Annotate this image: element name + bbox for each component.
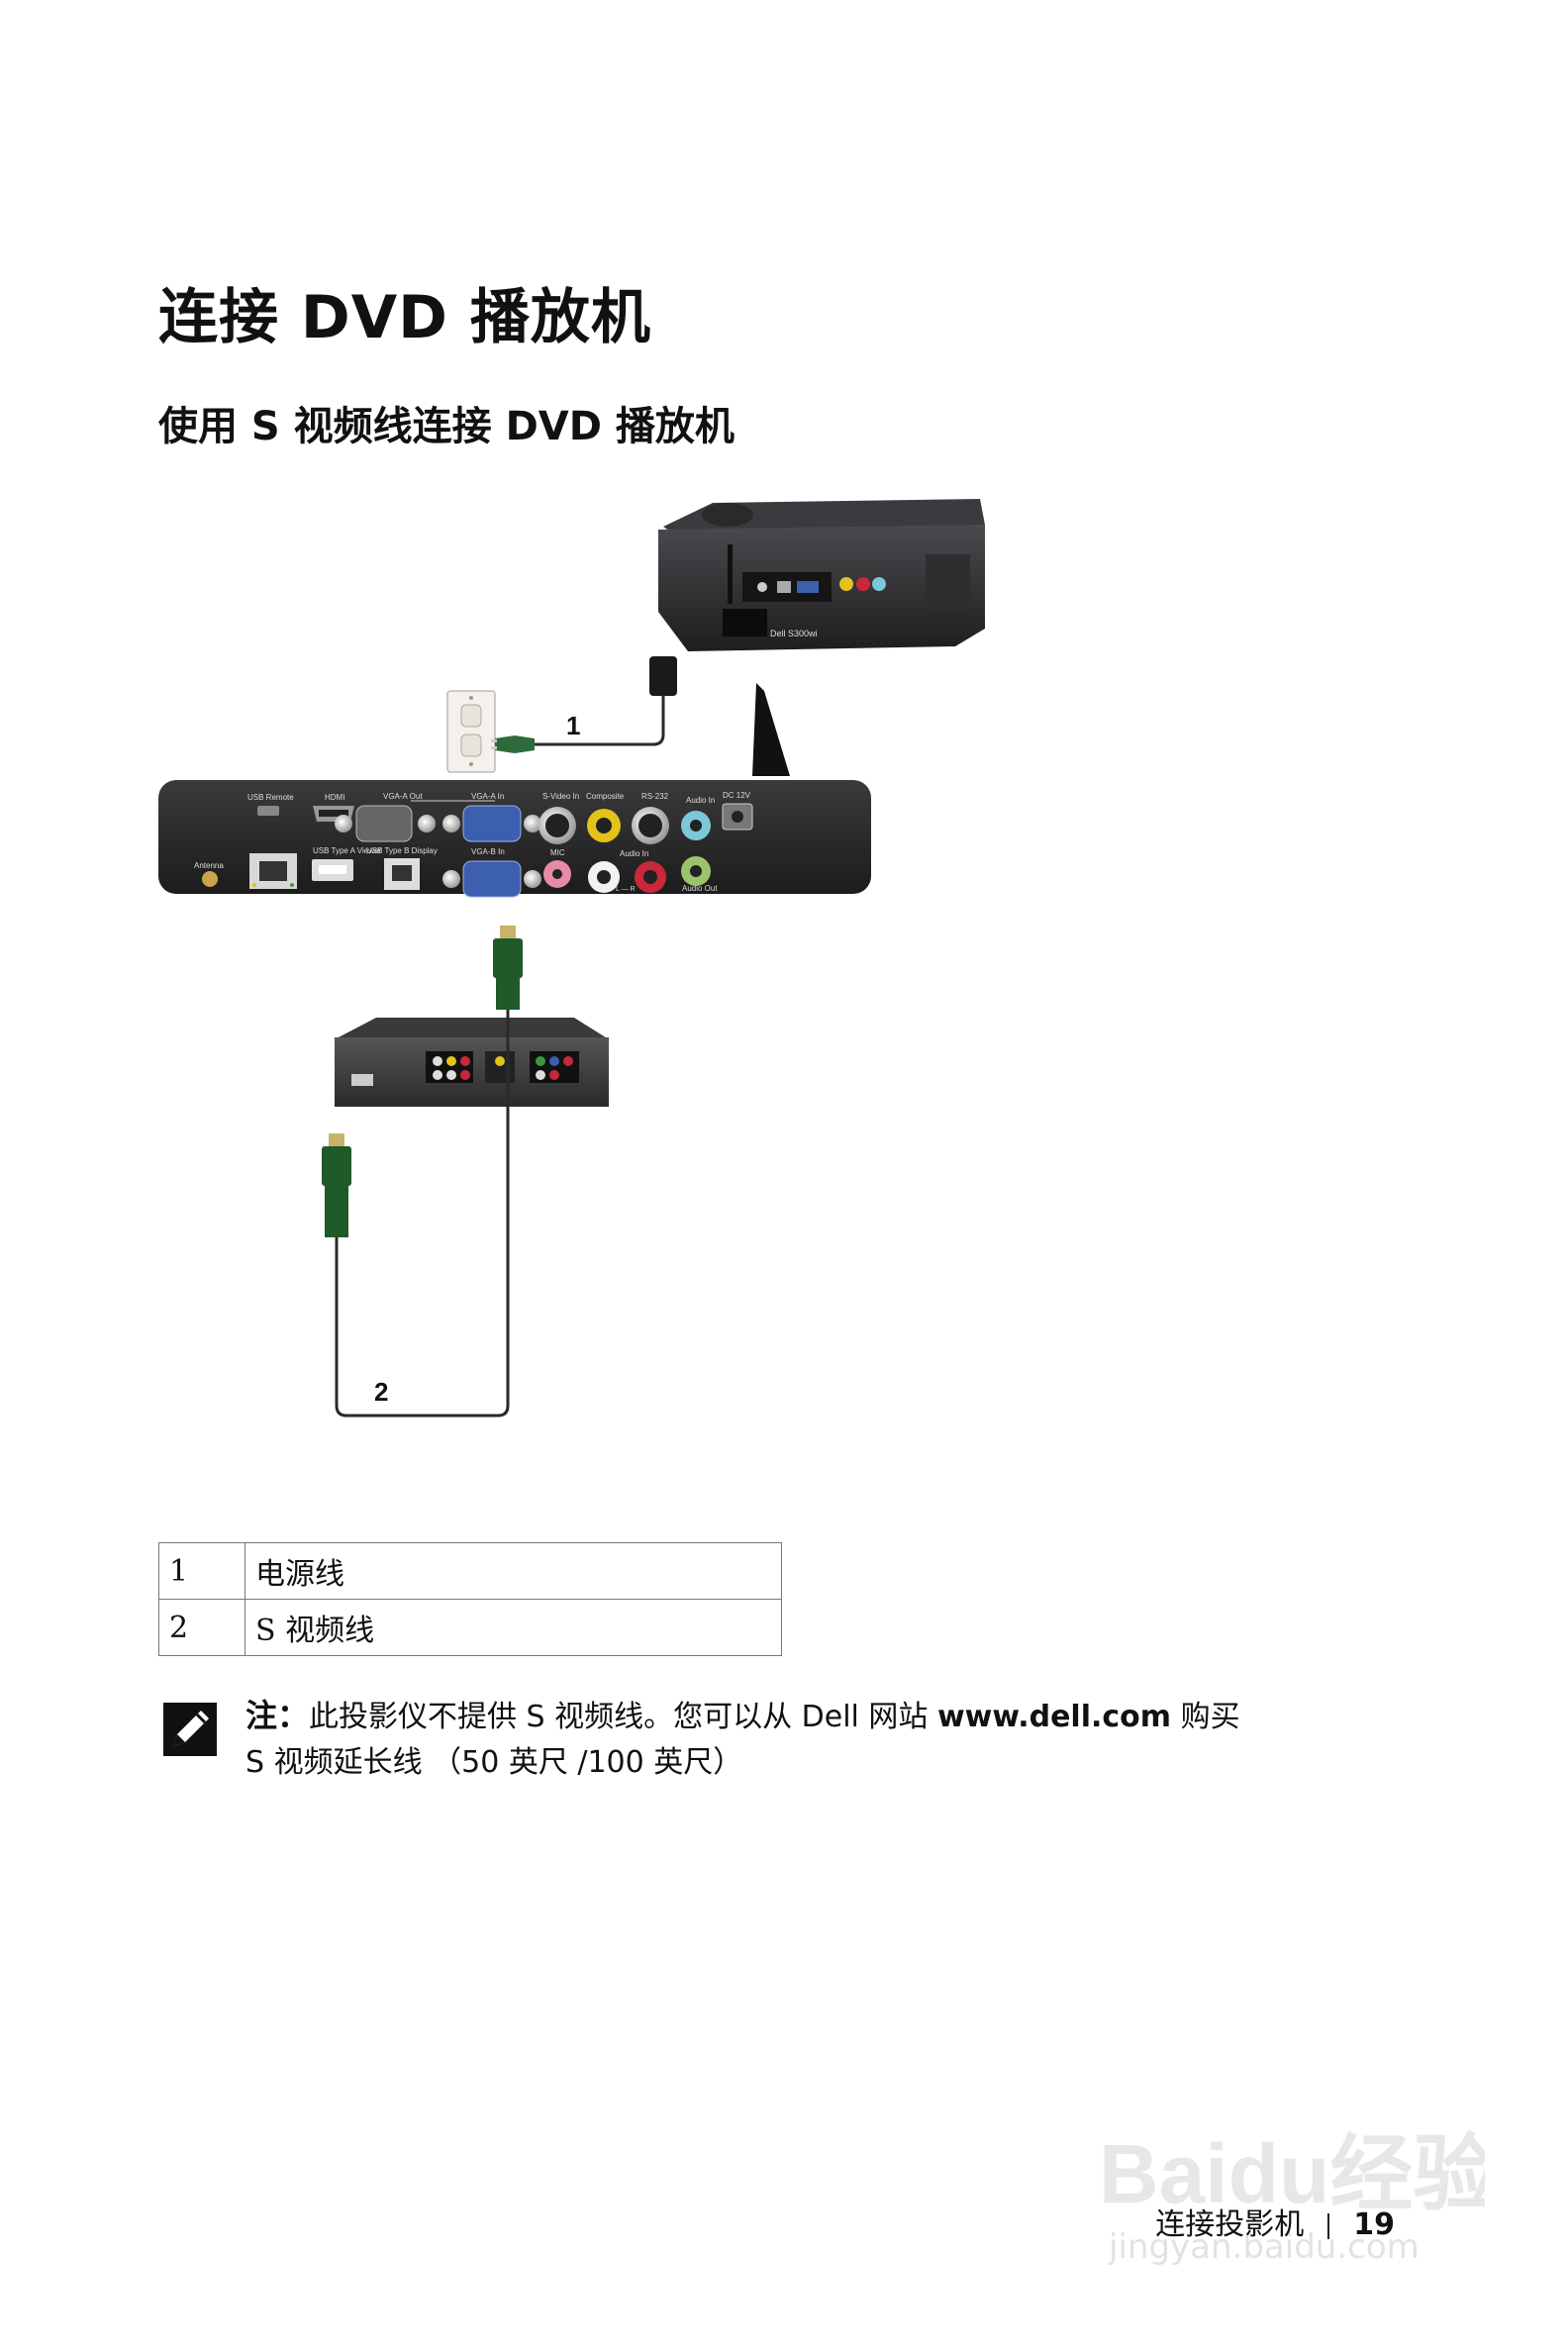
note-pencil-icon bbox=[163, 1703, 217, 1756]
legend-label: S 视频线 bbox=[245, 1599, 782, 1656]
s-video-connector-top bbox=[493, 926, 523, 1010]
callout-2: 2 bbox=[374, 1377, 388, 1407]
baidu-watermark: Baidu经验 jingyan.baidu.com bbox=[1089, 2108, 1496, 2277]
note-line2: S 视频延长线 （50 英尺 /100 英尺） bbox=[245, 1745, 743, 1780]
mic-label: MIC bbox=[550, 848, 565, 857]
watermark-url: jingyan.baidu.com bbox=[1109, 2227, 1420, 2267]
note-text: 注：此投影仪不提供 S 视频线。您可以从 Dell 网站 www.dell.co… bbox=[245, 1693, 1394, 1786]
usb-type-b-label: USB Type B Display bbox=[366, 846, 438, 855]
audio-out-label: Audio Out bbox=[682, 884, 718, 893]
s-video-in-label: S-Video In bbox=[542, 792, 579, 801]
legend-number: 1 bbox=[158, 1542, 245, 1600]
rs232-label: RS-232 bbox=[641, 792, 669, 801]
footer-divider bbox=[1327, 2212, 1330, 2239]
table-row: 1 电源线 bbox=[158, 1542, 782, 1600]
footer-section: 连接投影机 bbox=[1155, 2207, 1305, 2242]
wall-outlet bbox=[446, 690, 496, 773]
connection-diagram: Dell S300wi 1 USB Remote HDMI VGA-A Out … bbox=[158, 499, 985, 1418]
legend-label: 电源线 bbox=[245, 1542, 782, 1600]
watermark-brand: Baidu经验 bbox=[1099, 2127, 1485, 2220]
antenna-label: Antenna bbox=[194, 861, 224, 870]
section-subtitle: 使用 S 视频线连接 DVD 播放机 bbox=[158, 404, 735, 449]
svg-text:Dell S300wi: Dell S300wi bbox=[770, 629, 818, 638]
website-link[interactable]: www.dell.com bbox=[936, 1700, 1172, 1734]
dvd-player bbox=[335, 1018, 609, 1107]
power-cable bbox=[491, 656, 677, 753]
lr-label: L — R bbox=[616, 886, 636, 893]
page-number: 19 bbox=[1353, 2207, 1395, 2242]
s-video-cable bbox=[322, 1010, 510, 1418]
composite-label: Composite bbox=[586, 792, 625, 801]
hdmi-label: HDMI bbox=[325, 793, 344, 802]
usb-remote-label: USB Remote bbox=[247, 793, 294, 802]
note-text-before: 此投影仪不提供 S 视频线。您可以从 Dell 网站 bbox=[309, 1700, 937, 1734]
page-footer: 连接投影机 19 bbox=[1155, 2200, 1395, 2243]
projector: Dell S300wi bbox=[658, 499, 985, 651]
page-title: 连接 DVD 播放机 bbox=[158, 283, 651, 352]
vga-a-in-label: VGA-A In bbox=[471, 792, 504, 801]
rear-panel: USB Remote HDMI VGA-A Out VGA-A In S-Vid… bbox=[158, 780, 871, 898]
callout-1: 1 bbox=[566, 711, 580, 740]
cable-legend-table: 1 电源线 2 S 视频线 bbox=[158, 1542, 782, 1656]
baidu-logo-icon: Baidu经验 bbox=[1099, 2127, 1496, 2220]
note-label: 注： bbox=[245, 1697, 310, 1734]
vga-a-out-label: VGA-A Out bbox=[383, 792, 423, 801]
legend-number: 2 bbox=[158, 1599, 245, 1656]
zoom-wedge bbox=[752, 683, 790, 776]
vga-b-in-label: VGA-B In bbox=[471, 847, 505, 856]
usb-type-a-label: USB Type A Viewer bbox=[313, 846, 381, 855]
table-row: 2 S 视频线 bbox=[158, 1599, 782, 1656]
dc-12v-label: DC 12V bbox=[723, 791, 751, 800]
audio-in-lr-label: Audio In bbox=[620, 849, 648, 858]
note-text-after: 购买 bbox=[1171, 1700, 1240, 1734]
audio-in-label: Audio In bbox=[686, 796, 715, 805]
